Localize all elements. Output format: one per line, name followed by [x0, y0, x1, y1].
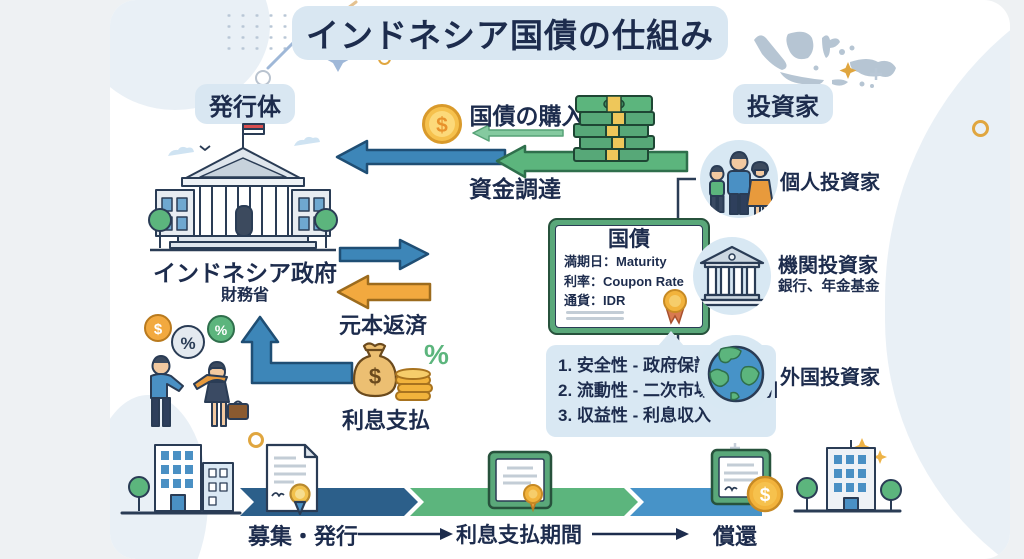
city-buildings-left-icon — [128, 444, 234, 512]
handshake-people-illustration: $ % % — [144, 314, 249, 427]
bond-features-box: 1. 安全性 - 政府保証 2. 流動性 - 二次市場での取引 3. 収益性 -… — [546, 331, 779, 437]
coin-dollar-glyph: $ — [436, 114, 448, 137]
bond-decor-line-2 — [566, 317, 624, 320]
ring-decoration-gold-3 — [248, 432, 264, 448]
infographic-card: インドネシア国債の仕組み 発行体 投資家 — [110, 0, 1010, 559]
stage-issue-label: 募集・発行 — [248, 524, 359, 549]
stage-arrow-2 — [592, 528, 689, 540]
individual-investor-label: 個人投資家 — [780, 172, 880, 194]
interest-up-arrow — [240, 315, 354, 385]
city-buildings-right-icon — [796, 440, 902, 511]
bag-dollar-glyph: $ — [369, 364, 381, 389]
government-building-illustration — [148, 123, 338, 252]
foreign-investor-label: 外国投資家 — [780, 367, 880, 389]
money-stack-icon — [573, 95, 655, 162]
family-icon — [709, 151, 774, 217]
principal-arrow-orange — [336, 274, 432, 310]
purchase-small-arrow — [472, 124, 564, 142]
bond-field-maturity: 満期日：Maturity — [564, 254, 667, 270]
ring-decoration-gold-2 — [972, 120, 989, 137]
issue-document-icon — [265, 443, 319, 516]
bond-medal-icon — [663, 289, 687, 325]
bank-icon — [698, 245, 766, 307]
bubble-dollar-glyph: $ — [154, 321, 163, 338]
coupon-certificate-icon — [487, 450, 553, 513]
redemption-certificate-icon: $ — [710, 448, 784, 513]
flow-arrows-layer — [120, 124, 902, 540]
feature-safety: 1. 安全性 - 政府保証 — [558, 356, 712, 375]
funding-arrow-blue — [335, 139, 507, 175]
bond-field-currency: 通貨：IDR — [564, 293, 626, 309]
indonesia-map — [754, 31, 896, 88]
feature-profitability: 3. 収益性 - 利息収入 — [558, 406, 712, 426]
page-title: インドネシア国債の仕組み — [292, 6, 728, 60]
stage-redemption-label: 償還 — [712, 524, 757, 549]
issuer-name: インドネシア政府 — [153, 260, 337, 286]
money-bag-icon: % $ — [352, 339, 449, 401]
issuer-badge: 発行体 — [195, 84, 295, 124]
bond-title: 国債 — [608, 228, 650, 251]
investors-badge: 投資家 — [733, 84, 833, 124]
funding-flow-label: 資金調達 — [469, 176, 561, 202]
bond-field-coupon: 利率：Coupon Rate — [564, 273, 684, 289]
bond-decor-line-1 — [566, 311, 624, 314]
bond-certificate: 国債 満期日：Maturity 利率：Coupon Rate 通貨：IDR — [548, 218, 710, 335]
purchase-flow-label: 国債の購入 — [469, 103, 585, 129]
issue-arrow-blue — [338, 238, 430, 271]
foreign-investor-avatar — [697, 335, 775, 413]
principal-flow-label: 元本返済 — [338, 313, 427, 338]
institutional-investor-avatar — [693, 237, 771, 315]
dot-grid-decoration — [222, 10, 290, 54]
bag-percent-glyph: % — [424, 339, 449, 370]
stage-arrow-1 — [358, 528, 453, 540]
redemption-dollar-glyph: $ — [760, 485, 771, 506]
bubble-percent-green-glyph: % — [215, 322, 228, 338]
bond-certificate-inner: 国債 満期日：Maturity 利率：Coupon Rate 通貨：IDR — [555, 225, 703, 328]
institutional-investor-label: 機関投資家 — [778, 255, 878, 277]
interest-flow-label: 利息支払 — [341, 408, 430, 433]
bubble-percent-gray-glyph: % — [180, 334, 195, 353]
institutional-investor-sub: 銀行、年金基金 — [778, 279, 880, 295]
sparkle-decorations — [839, 62, 882, 80]
issuer-department: 財務省 — [220, 287, 269, 304]
dollar-coin-icon: $ — [422, 104, 462, 144]
individual-investor-avatar — [700, 140, 778, 218]
globe-icon — [707, 345, 765, 403]
stage-interest-label: 利息支払期間 — [456, 524, 582, 547]
